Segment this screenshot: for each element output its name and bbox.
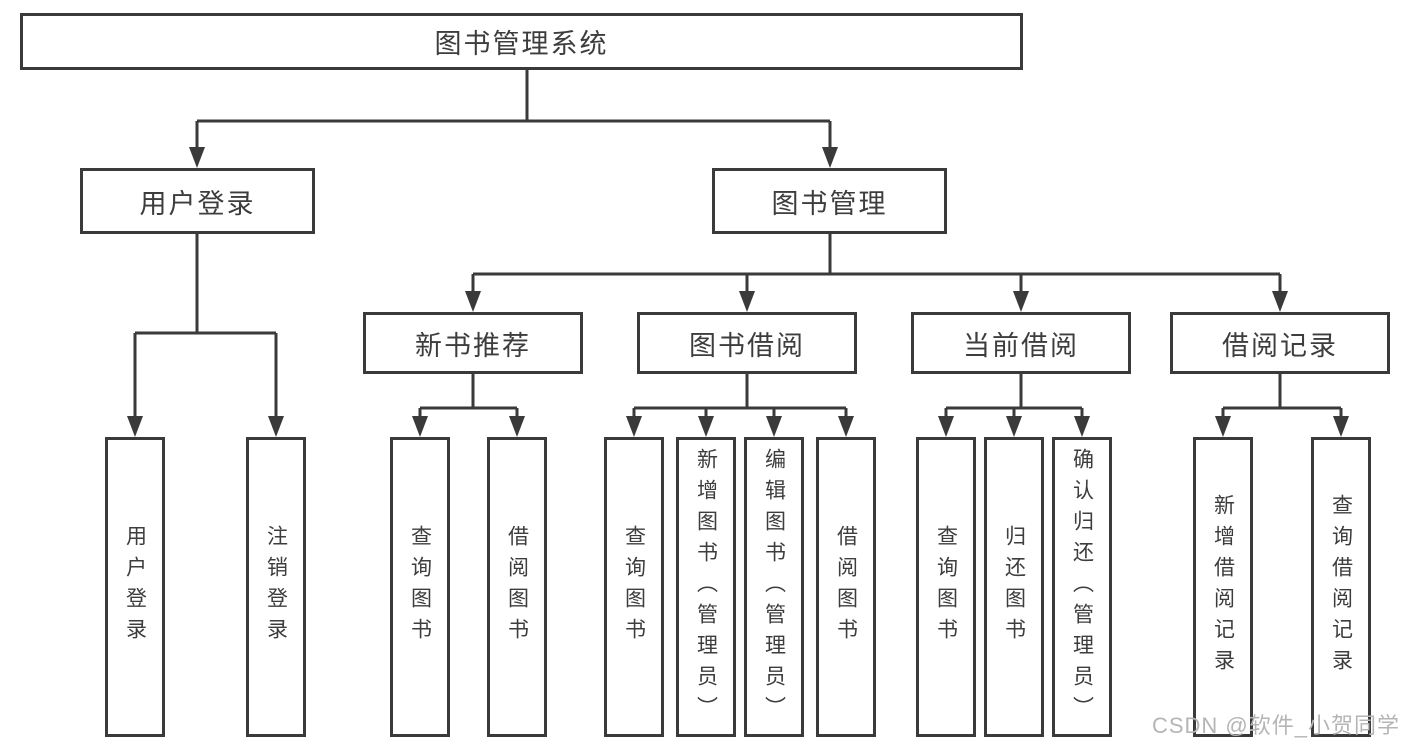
node-user-login: 用户登录 xyxy=(80,168,315,234)
node-new-book-recommendation: 新书推荐 xyxy=(363,312,583,374)
leaf-add-borrow-record: 新增借阅记录 xyxy=(1193,437,1253,737)
leaf-label: 编辑图书（管理员） xyxy=(762,447,786,727)
leaf-label: 确认归还（管理员） xyxy=(1070,447,1094,727)
leaf-label: 归还图书 xyxy=(1002,525,1026,649)
leaf-label: 查询图书 xyxy=(622,525,646,649)
node-borrowing-records: 借阅记录 xyxy=(1170,312,1390,374)
leaf-label: 新增图书（管理员） xyxy=(694,447,718,727)
leaf-query-books-current: 查询图书 xyxy=(916,437,976,737)
leaf-query-books-recommend: 查询图书 xyxy=(390,437,450,737)
node-book-borrowing: 图书借阅 xyxy=(637,312,857,374)
leaf-borrow-books-recommend: 借阅图书 xyxy=(487,437,547,737)
leaf-user-login: 用户登录 xyxy=(105,437,165,737)
node-current-borrowing: 当前借阅 xyxy=(911,312,1131,374)
node-library-management-system: 图书管理系统 xyxy=(20,13,1023,70)
node-label: 图书管理系统 xyxy=(434,29,609,59)
leaf-return-books: 归还图书 xyxy=(984,437,1044,737)
leaf-label: 借阅图书 xyxy=(505,525,529,649)
leaf-label: 注销登录 xyxy=(264,525,288,649)
leaf-add-books-admin: 新增图书（管理员） xyxy=(676,437,736,737)
leaf-query-borrow-record: 查询借阅记录 xyxy=(1311,437,1371,737)
leaf-query-books-borrow: 查询图书 xyxy=(604,437,664,737)
leaf-edit-books-admin: 编辑图书（管理员） xyxy=(744,437,804,737)
node-label: 借阅记录 xyxy=(1222,330,1338,361)
leaf-label: 新增借阅记录 xyxy=(1211,494,1235,680)
node-label: 用户登录 xyxy=(139,188,256,219)
watermark: CSDN @软件_小贺同学 xyxy=(1151,713,1400,738)
leaf-label: 查询借阅记录 xyxy=(1329,494,1353,680)
leaf-label: 查询图书 xyxy=(934,525,958,649)
node-label: 图书管理 xyxy=(771,188,888,219)
leaf-confirm-return-admin: 确认归还（管理员） xyxy=(1052,437,1112,737)
leaf-logout: 注销登录 xyxy=(246,437,306,737)
node-book-management: 图书管理 xyxy=(712,168,947,234)
node-label: 当前借阅 xyxy=(963,330,1079,361)
node-label: 新书推荐 xyxy=(415,330,531,361)
arrowheads xyxy=(127,147,1349,437)
leaf-label: 用户登录 xyxy=(123,525,147,649)
leaf-borrow-books: 借阅图书 xyxy=(816,437,876,737)
leaf-label: 查询图书 xyxy=(408,525,432,649)
node-label: 图书借阅 xyxy=(689,330,805,361)
leaf-label: 借阅图书 xyxy=(834,525,858,649)
